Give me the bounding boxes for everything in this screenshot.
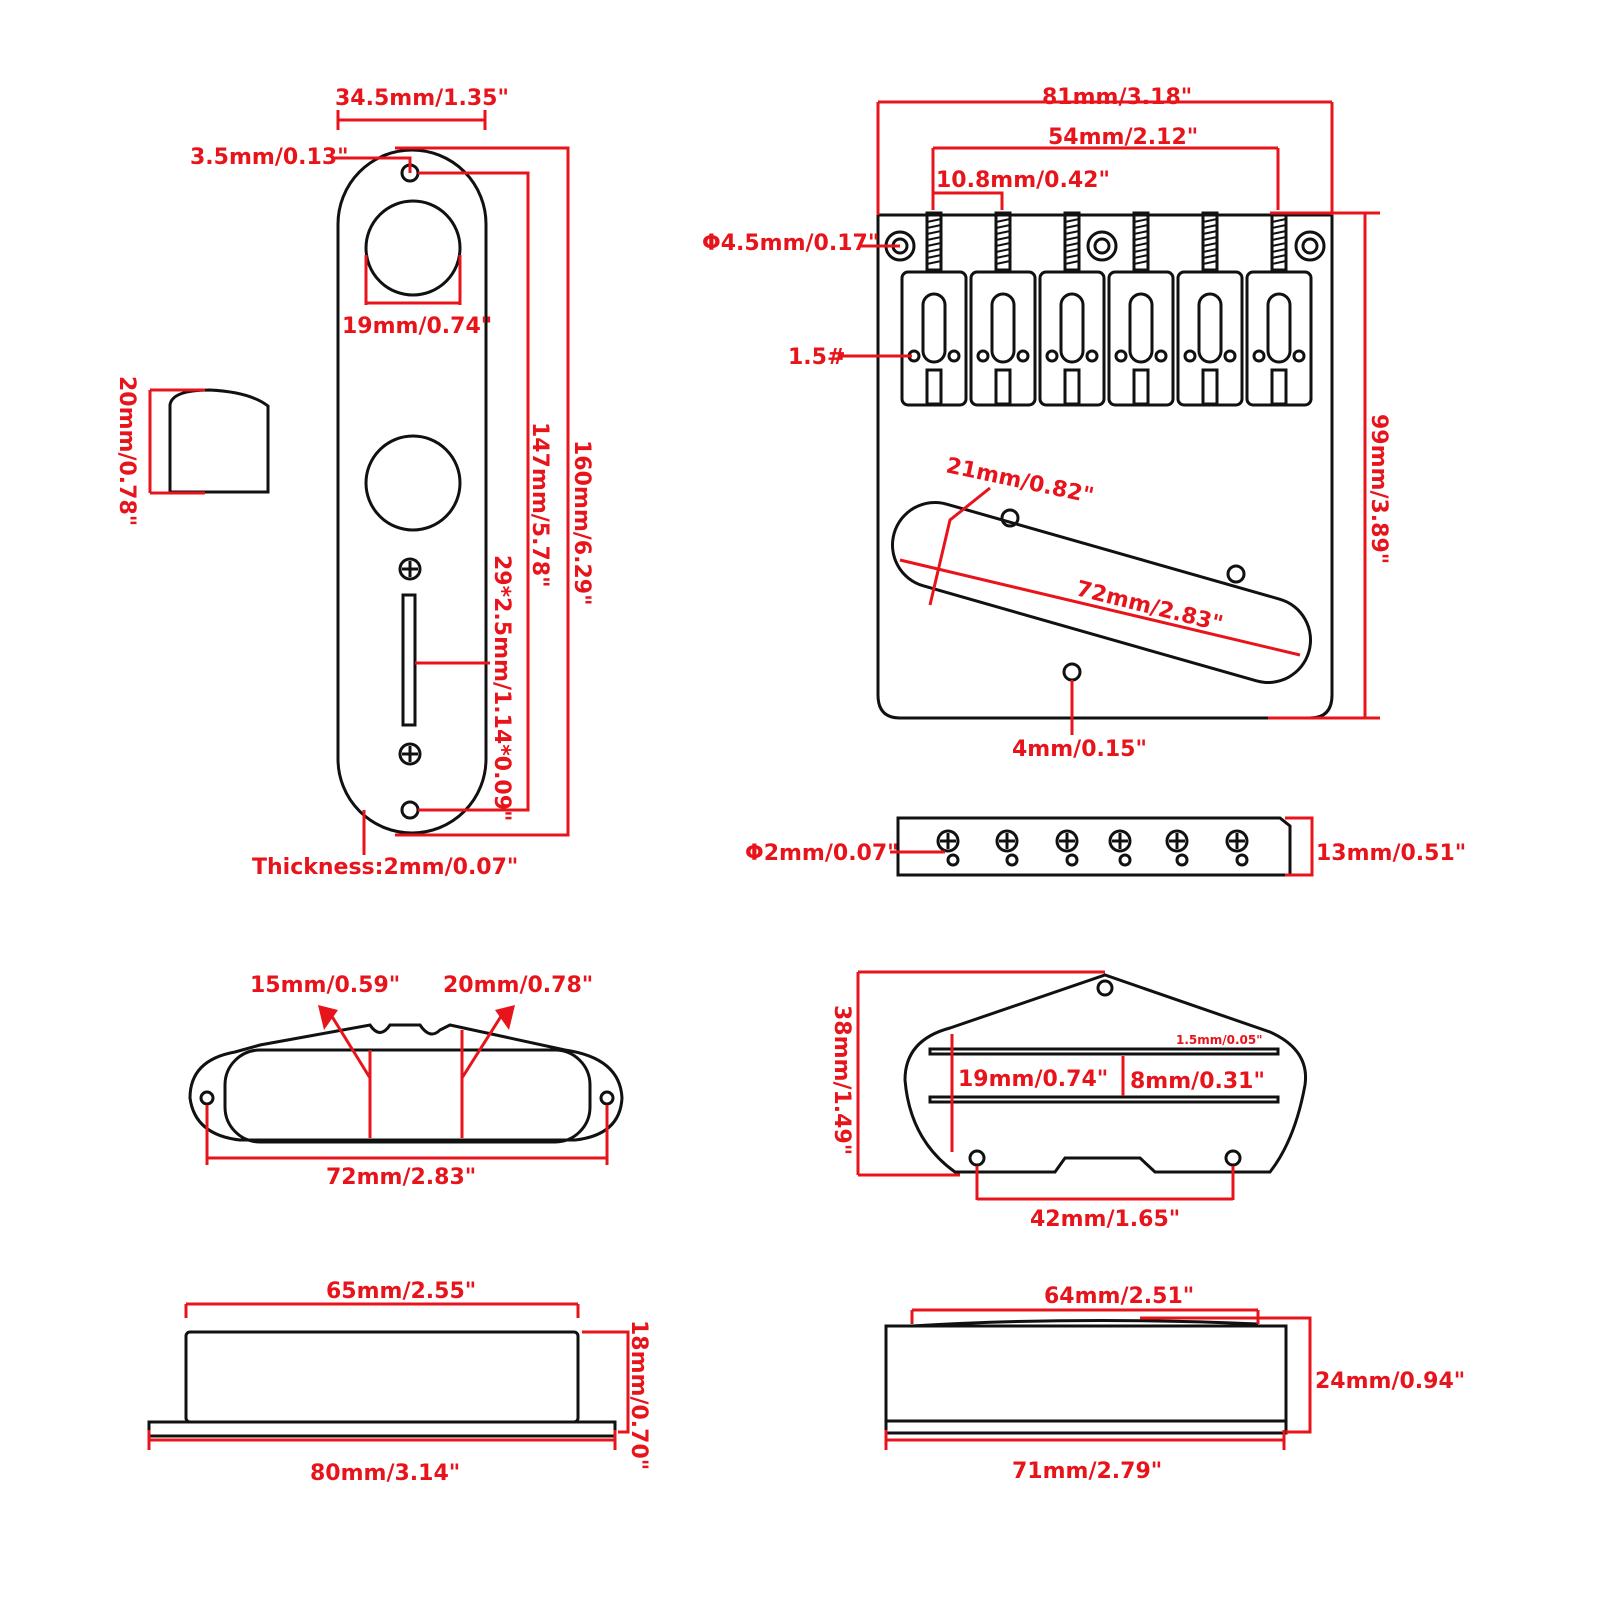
- label: 65mm/2.55": [326, 1279, 476, 1304]
- label: 72mm/2.83": [326, 1165, 476, 1190]
- bridge-pickup-side: 64mm/2.51" 24mm/0.94" 71mm/2.79": [884, 1284, 1465, 1484]
- screw-icon: [398, 742, 422, 766]
- label: 147mm/5.78": [527, 422, 552, 588]
- switch-slot: [401, 593, 417, 727]
- saddle: [1245, 211, 1313, 407]
- bridge-side-view: Φ2mm/0.07" 13mm/0.51": [745, 816, 1466, 877]
- label: 8mm/0.31": [1130, 1069, 1265, 1094]
- mount-hole: [1086, 230, 1118, 262]
- screw-icon: [1055, 829, 1079, 867]
- label: 20mm/0.78": [114, 376, 139, 526]
- label: Thickness:2mm/0.07": [252, 855, 518, 880]
- saddle: [1107, 211, 1175, 407]
- saddle: [900, 211, 968, 407]
- mount-hole: [1294, 230, 1326, 262]
- label: 1.5mm/0.05": [1176, 1033, 1263, 1047]
- saddle: [1176, 211, 1244, 407]
- bridge-plate: [876, 211, 1334, 720]
- screw-icon: [1165, 829, 1189, 867]
- label: 64mm/2.51": [1044, 1284, 1194, 1309]
- screw-icon: [1225, 829, 1249, 867]
- control-plate: [336, 148, 488, 835]
- label: 29*2.5mm/1.14*0.09": [489, 555, 514, 822]
- control-plate-dimensions: 34.5mm/1.35" 3.5mm/0.13" 19mm/0.74" 147m…: [190, 86, 594, 880]
- neck-pickup-top: 15mm/0.59" 20mm/0.78" 72mm/2.83": [188, 973, 624, 1190]
- label: 34.5mm/1.35": [335, 86, 509, 111]
- label: 42mm/1.65": [1030, 1207, 1180, 1232]
- label: 10.8mm/0.42": [936, 168, 1110, 193]
- label: 80mm/3.14": [310, 1461, 460, 1486]
- label: 20mm/0.78": [443, 973, 593, 998]
- bridge-pickup-top: 19mm/0.74" 8mm/0.31" 1.5mm/0.05" 38mm/1.…: [829, 970, 1308, 1232]
- screw-icon: [1108, 829, 1132, 867]
- label: 21mm/0.82": [944, 453, 1096, 509]
- label: 19mm/0.74": [958, 1067, 1108, 1092]
- mount-hole-bottom: [400, 800, 420, 820]
- label: 15mm/0.59": [250, 973, 400, 998]
- screw-icon: [936, 829, 960, 867]
- label: 4mm/0.15": [1012, 737, 1147, 762]
- knob: 20mm/0.78": [114, 376, 270, 526]
- knob-hole-2: [364, 434, 462, 532]
- label: 24mm/0.94": [1315, 1369, 1465, 1394]
- label: 71mm/2.79": [1012, 1459, 1162, 1484]
- label: 13mm/0.51": [1316, 841, 1466, 866]
- screw-icon: [995, 829, 1019, 867]
- label: 38mm/1.49": [829, 1005, 854, 1155]
- bridge-dimensions: 81mm/3.18" 54mm/2.12" 10.8mm/0.42" Φ4.5m…: [702, 85, 1391, 762]
- label: 18mm/0.70": [626, 1320, 651, 1470]
- label: 1.5#: [788, 345, 845, 370]
- label: 99mm/3.89": [1366, 414, 1391, 564]
- pickup-slot: [894, 504, 1309, 681]
- label: Φ2mm/0.07": [745, 841, 899, 866]
- neck-pickup-side: 65mm/2.55" 18mm/0.70" 80mm/3.14": [147, 1279, 651, 1486]
- label: 54mm/2.12": [1048, 125, 1198, 150]
- label: 160mm/6.29": [569, 440, 594, 606]
- label: Φ4.5mm/0.17": [702, 231, 879, 256]
- screw-icon: [398, 557, 422, 581]
- saddle: [1038, 211, 1106, 407]
- label: 3.5mm/0.13": [190, 145, 349, 170]
- saddle: [969, 211, 1037, 407]
- knob-hole-1: [364, 199, 462, 297]
- label: 81mm/3.18": [1042, 85, 1192, 110]
- label: 19mm/0.74": [342, 314, 492, 339]
